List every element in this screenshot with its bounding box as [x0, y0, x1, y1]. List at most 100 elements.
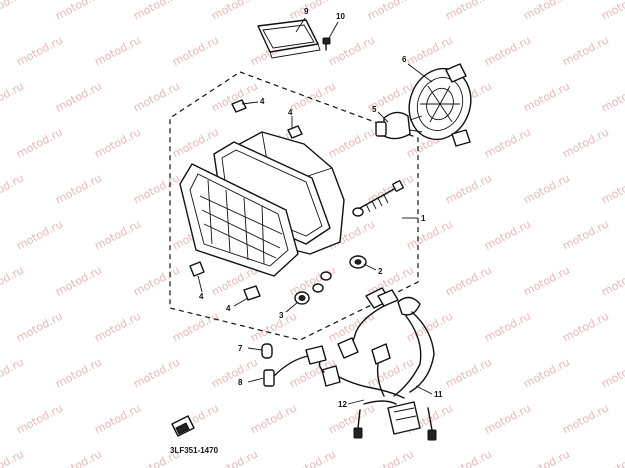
watermark-text: motod.ru: [404, 309, 455, 344]
watermark-text: motod.ru: [0, 447, 26, 468]
diagram-code: 3LF351-1470: [170, 446, 219, 455]
watermark-text: motod.ru: [287, 263, 338, 298]
callout-1: 1: [421, 214, 426, 223]
callout-6: 6: [402, 55, 407, 64]
watermark-text: motod.ru: [131, 79, 182, 114]
watermark-text: motod.ru: [560, 217, 611, 252]
watermark-text: motod.ru: [0, 0, 26, 23]
watermark-text: motod.ru: [599, 0, 625, 23]
part-7-bulb: [261, 343, 273, 359]
watermark-text: motod.ru: [560, 125, 611, 160]
watermark-text: motod.ru: [53, 0, 104, 23]
watermark-text: motod.ru: [365, 355, 416, 390]
callout-9: 9: [304, 7, 309, 16]
callout-11: 11: [434, 390, 443, 399]
callout-12: 12: [338, 400, 347, 409]
watermark-text: motod.ru: [14, 33, 65, 68]
leader-lines: [197, 17, 433, 405]
watermark-text: motod.ru: [92, 217, 143, 252]
watermark-text: motod.ru: [326, 125, 377, 160]
watermark-text: motod.ru: [599, 263, 625, 298]
watermark-text: motod.ru: [53, 79, 104, 114]
callout-10: 10: [336, 12, 345, 21]
watermark-text: motod.ru: [92, 33, 143, 68]
part-4-clip-bottom-left: [189, 261, 205, 277]
watermark-text: motod.ru: [521, 0, 572, 23]
part-3-grommet: [294, 271, 332, 305]
watermark-text: motod.ru: [521, 171, 572, 206]
watermark-text: motod.ru: [14, 217, 65, 252]
watermark-text: motod.ru: [53, 171, 104, 206]
watermark-text: motod.ru: [131, 355, 182, 390]
watermark-text: motod.ru: [131, 0, 182, 23]
watermark-text: motod.ru: [131, 263, 182, 298]
watermark-text: motod.ru: [209, 0, 260, 23]
watermark-text: motod.ru: [287, 79, 338, 114]
watermark-text: motod.ru: [443, 171, 494, 206]
part-4-clip-bottom-right: [243, 285, 261, 301]
part-5-bulb: [375, 111, 423, 140]
watermark-text: motod.ru: [0, 171, 26, 206]
watermark-text: motod.ru: [599, 79, 625, 114]
watermark-text: motod.ru: [521, 263, 572, 298]
watermark-text: motod.ru: [560, 33, 611, 68]
watermark-text: motod.ru: [521, 355, 572, 390]
callout-4b: 4: [288, 108, 293, 117]
callout-5: 5: [372, 105, 377, 114]
watermark-text: motod.ru: [170, 125, 221, 160]
loose-clip: [171, 415, 195, 437]
assembly-boundary: [169, 71, 419, 341]
part-10-screw: [322, 37, 331, 51]
watermark-text: motod.ru: [443, 263, 494, 298]
watermark-text: motod.ru: [404, 33, 455, 68]
watermark-text: motod.ru: [404, 217, 455, 252]
callout-3: 3: [279, 311, 284, 320]
watermark-text: motod.ru: [599, 355, 625, 390]
part-9-cover: [257, 19, 321, 59]
watermark-text: motod.ru: [14, 125, 65, 160]
callout-2: 2: [378, 267, 383, 276]
watermark-text: motod.ru: [0, 79, 26, 114]
watermark-text: motod.ru: [599, 447, 625, 468]
watermark-text: motod.ru: [326, 33, 377, 68]
watermark-text: motod.ru: [599, 171, 625, 206]
callout-labels: 1 2 3 4 4 4 4 5 6 7 8 9 10 11 12: [199, 7, 443, 409]
callout-8: 8: [238, 378, 243, 387]
callout-4c: 4: [199, 292, 204, 301]
watermark-text: motod.ru: [131, 171, 182, 206]
watermark-text: motod.ru: [53, 355, 104, 390]
watermark-text: motod.ru: [14, 309, 65, 344]
part-4-clip-top-right: [287, 125, 303, 139]
watermark-text: motod.ru: [443, 0, 494, 23]
watermark-text: motod.ru: [14, 401, 65, 436]
watermark-text: motod.ru: [482, 125, 533, 160]
watermark-text: motod.ru: [170, 309, 221, 344]
watermark-text: motod.ru: [170, 33, 221, 68]
watermark-text: motod.ru: [0, 263, 26, 298]
callout-4a: 4: [260, 97, 265, 106]
watermark-text: motod.ru: [209, 355, 260, 390]
callout-7: 7: [238, 344, 243, 353]
headlight-housing: [179, 131, 345, 277]
watermark-text: motod.ru: [365, 447, 416, 468]
watermark-text: motod.ru: [365, 0, 416, 23]
watermark-text: motod.ru: [248, 401, 299, 436]
watermark-text: motod.ru: [560, 401, 611, 436]
adjuster-bolt: [352, 180, 404, 217]
part-4-clip-top-left: [231, 99, 247, 113]
part-6-socket-housing: [408, 63, 472, 147]
watermark-text: motod.ru: [482, 217, 533, 252]
watermark-text: motod.ru: [521, 447, 572, 468]
watermark-text: motod.ru: [0, 355, 26, 390]
watermark-text: motod.ru: [443, 355, 494, 390]
watermark-text: motod.ru: [92, 401, 143, 436]
watermark-text: motod.ru: [53, 447, 104, 468]
watermark-text: motod.ru: [482, 33, 533, 68]
wiring-harness: [329, 287, 437, 441]
watermark-text: motod.ru: [92, 125, 143, 160]
watermark-text: motod.ru: [92, 309, 143, 344]
watermark-text: motod.ru: [443, 447, 494, 468]
watermark-text: motod.ru: [482, 401, 533, 436]
part-2-grommet: [349, 255, 367, 269]
